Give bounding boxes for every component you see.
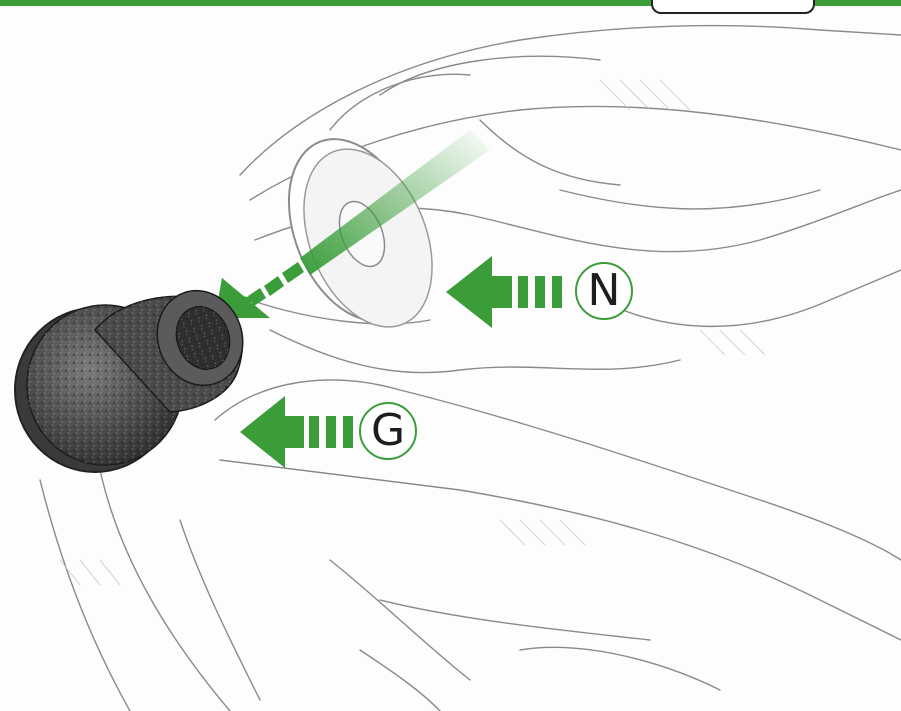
callout-n: N xyxy=(575,262,633,320)
header-tab xyxy=(651,0,815,14)
callout-g: G xyxy=(359,402,417,460)
grommet xyxy=(15,279,256,472)
arrow-left-icon xyxy=(240,396,353,468)
arrow-left-icon xyxy=(446,256,562,328)
